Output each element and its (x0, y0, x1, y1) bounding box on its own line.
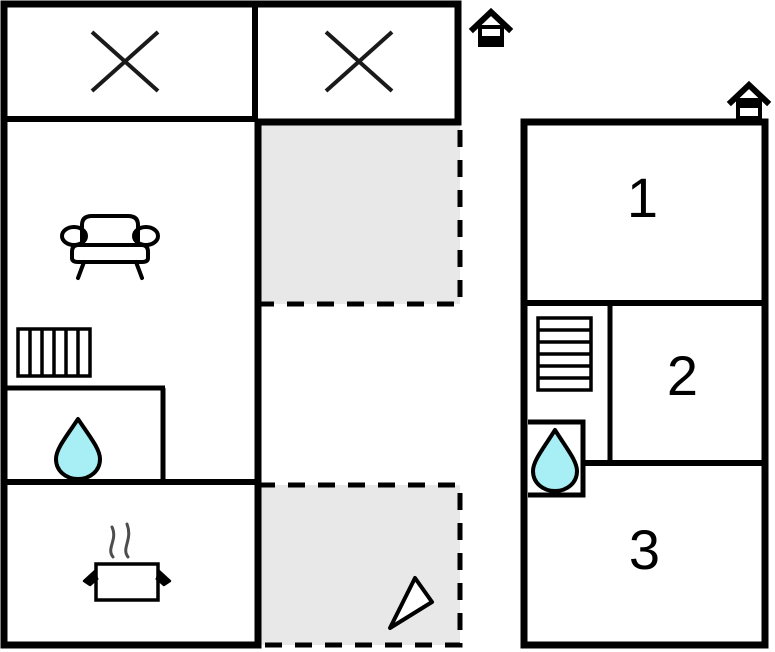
water-drop-icon (54, 417, 102, 481)
wall-bathroom-upper (528, 419, 586, 498)
stairs-icon (16, 327, 92, 378)
room-label-1: 1 (626, 166, 659, 229)
room-label-3: 3 (628, 518, 661, 581)
terrace-lower-dashed-outline (258, 482, 463, 648)
stairs-icon (536, 316, 593, 392)
house-upper-floor-icon (726, 80, 772, 120)
sun-lounger-icon (388, 576, 434, 630)
terrace-lower-fill (258, 485, 460, 645)
upper-floor-outer-wall (520, 118, 769, 649)
sofa-icon (60, 214, 160, 280)
crossed-room-icon (90, 30, 160, 93)
ground-floor-plan (0, 0, 514, 649)
upper-floor-plan (520, 80, 772, 649)
terrace-upper-fill (258, 122, 460, 304)
cooking-pot-icon (82, 522, 172, 602)
water-drop-icon (531, 428, 579, 493)
crossed-room-icon (324, 30, 394, 93)
room-label-2: 2 (666, 344, 699, 407)
house-entrance-icon (468, 7, 514, 47)
